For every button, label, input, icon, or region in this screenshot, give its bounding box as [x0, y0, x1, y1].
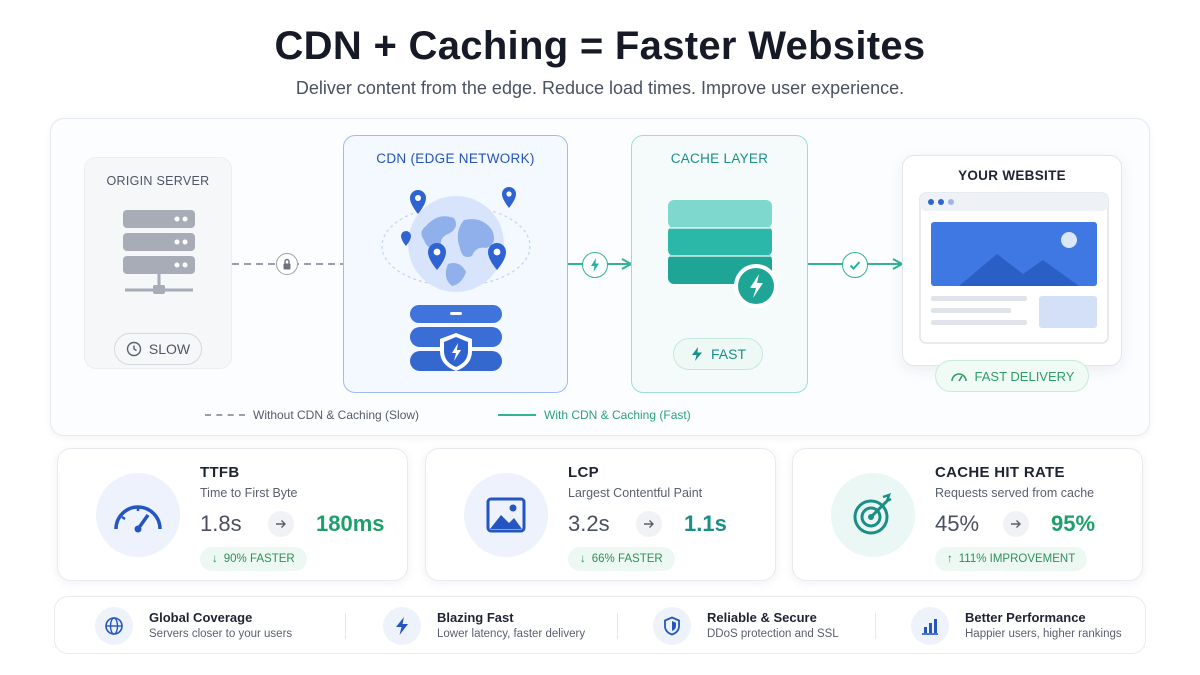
page-subtitle: Deliver content from the edge. Reduce lo…: [295, 78, 905, 98]
arrow-down-icon: ↓: [580, 553, 586, 565]
shield-icon: [653, 607, 691, 645]
divider: [617, 613, 618, 639]
arrow-down-icon: ↓: [212, 553, 218, 565]
image-icon: [464, 473, 548, 557]
server-icon: [123, 210, 195, 294]
legend-slow-label: Without CDN & Caching (Slow): [253, 408, 420, 422]
divider: [875, 613, 876, 639]
feature-subtitle: Lower latency, faster delivery: [437, 628, 586, 640]
metric-badge: ↓ 90% FASTER: [200, 547, 307, 571]
metric-description: Time to First Byte: [200, 486, 298, 500]
lightning-icon: [383, 607, 421, 645]
arrow-right-icon: [1003, 511, 1029, 537]
cache-stack-icon: [668, 200, 778, 308]
metric-badge: ↑ 111% IMPROVEMENT: [935, 547, 1088, 571]
website-label: YOUR WEBSITE: [958, 168, 1066, 183]
check-icon: [842, 252, 868, 278]
origin-server-label: ORIGIN SERVER: [106, 174, 210, 188]
legend-slow: Without CDN & Caching (Slow): [205, 408, 419, 422]
divider: [345, 613, 346, 639]
cache-layer-label: CACHE LAYER: [670, 151, 769, 166]
metric-before-value: 3.2s: [568, 511, 610, 536]
legend-fast: With CDN & Caching (Fast): [498, 408, 691, 422]
features-bar: Global Coverage Servers closer to your u…: [54, 596, 1146, 654]
lightning-icon: [691, 347, 702, 361]
feature-title: Blazing Fast: [437, 610, 514, 625]
metric-card-lcp: LCP Largest Contentful Paint 3.2s 1.1s ↓…: [425, 448, 776, 581]
bar-chart-icon: [911, 607, 949, 645]
fast-delivery-pill: FAST DELIVERY: [935, 360, 1089, 392]
globe-icon: [95, 607, 133, 645]
feature-title: Reliable & Secure: [707, 610, 817, 625]
metric-name: TTFB: [200, 464, 240, 481]
arrow-up-icon: ↑: [947, 553, 953, 565]
speedometer-icon: [96, 473, 180, 557]
clock-icon: [126, 341, 142, 357]
metric-after-value: 95%: [1051, 511, 1096, 536]
metric-badge: ↓ 66% FASTER: [568, 547, 675, 571]
metric-after-value: 180ms: [316, 511, 385, 536]
solid-line-swatch: [498, 414, 536, 416]
legend-fast-label: With CDN & Caching (Fast): [544, 408, 691, 422]
globe-network-icon: [381, 187, 531, 292]
slow-status-label: SLOW: [148, 341, 191, 357]
metric-name: CACHE HIT RATE: [935, 464, 1065, 481]
origin-server-box: ORIGIN SERVER: [84, 157, 232, 369]
target-icon: [831, 473, 915, 557]
feature-title: Better Performance: [965, 610, 1086, 625]
metric-after-value: 1.1s: [684, 511, 727, 536]
metric-before-value: 45%: [935, 511, 980, 536]
cdn-label: CDN (EDGE NETWORK): [376, 151, 535, 166]
cache-layer-box: CACHE LAYER: [631, 135, 808, 393]
metric-card-cache-hit-rate: CACHE HIT RATE Requests served from cach…: [792, 448, 1143, 581]
speedometer-icon: [950, 373, 967, 382]
page-title: CDN + Caching = Faster Websites: [274, 24, 926, 68]
slow-status-pill: SLOW: [114, 333, 202, 365]
metric-description: Requests served from cache: [935, 486, 1095, 500]
website-box: YOUR WEBSITE: [902, 155, 1122, 366]
metric-name: LCP: [568, 464, 599, 481]
metric-badge-label: 66% FASTER: [591, 553, 663, 565]
metric-badge-label: 90% FASTER: [223, 553, 295, 565]
lightning-icon: [582, 252, 608, 278]
metric-card-ttfb: TTFB Time to First Byte 1.8s 180ms ↓ 90%…: [57, 448, 408, 581]
metric-description: Largest Contentful Paint: [568, 486, 703, 500]
metric-badge-label: 111% IMPROVEMENT: [958, 553, 1076, 565]
feature-subtitle: DDoS protection and SSL: [707, 628, 839, 640]
feature-subtitle: Happier users, higher rankings: [965, 628, 1122, 640]
shield-database-icon: [410, 305, 502, 371]
fast-delivery-label: FAST DELIVERY: [974, 368, 1075, 384]
cdn-box: CDN (EDGE NETWORK): [343, 135, 568, 393]
fast-status-label: FAST: [710, 346, 746, 362]
fast-status-pill: FAST: [673, 338, 763, 370]
lock-icon: [276, 253, 298, 275]
metric-before-value: 1.8s: [200, 511, 242, 536]
browser-window-icon: [919, 192, 1109, 344]
dashed-line-swatch: [205, 414, 245, 416]
feature-title: Global Coverage: [149, 610, 253, 625]
arrow-right-icon: [636, 511, 662, 537]
feature-subtitle: Servers closer to your users: [149, 628, 293, 640]
arrow-right-icon: [268, 511, 294, 537]
